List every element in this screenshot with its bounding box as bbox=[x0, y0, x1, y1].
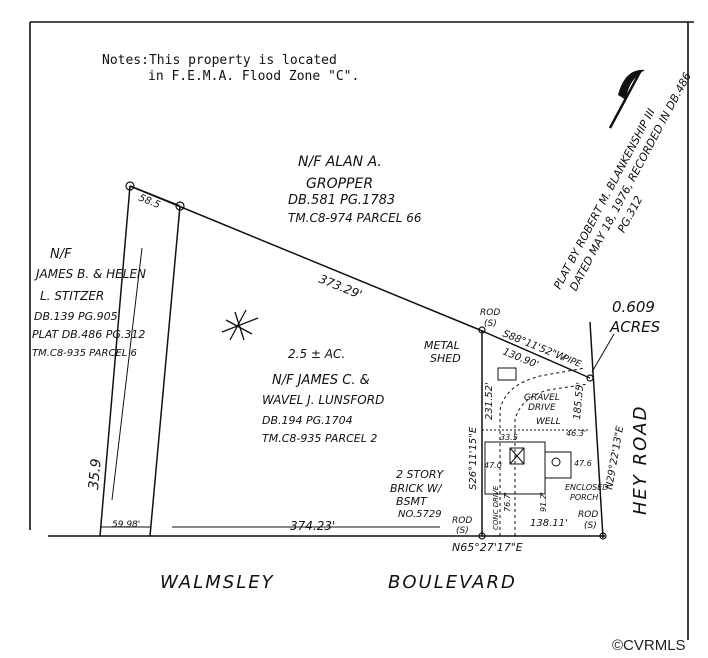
dim-south-line: N65°27'17"E bbox=[452, 541, 523, 554]
north-parcel-line-2: GROPPER bbox=[306, 176, 373, 192]
label-gravel: GRAVEL bbox=[524, 393, 560, 403]
west-parcel-line-1: N/F bbox=[50, 247, 72, 262]
dim-bottom-long: 374.23' bbox=[290, 519, 335, 533]
subject-line-2: WAVEL J. LUNSFORD bbox=[262, 393, 384, 407]
west-parcel-line-4: DB.139 PG.905 bbox=[34, 310, 118, 323]
label-rod-1b: (S) bbox=[484, 319, 497, 329]
acreage-unit: ACRES bbox=[609, 318, 661, 336]
subject-line-3: DB.194 PG.1704 bbox=[262, 414, 353, 427]
label-metal-shed: METAL bbox=[424, 339, 460, 352]
label-well: WELL bbox=[536, 417, 561, 427]
subject-line-4: TM.C8-935 PARCEL 2 bbox=[262, 432, 377, 445]
west-parcel-line-5: PLAT DB.486 PG.312 bbox=[32, 328, 145, 341]
label-d6: 91.2' bbox=[539, 492, 548, 512]
notes-line-2: in F.E.M.A. Flood Zone "C". bbox=[148, 69, 359, 84]
road-hey: HEY ROAD bbox=[630, 405, 651, 515]
label-house-3: BSMT bbox=[396, 495, 428, 508]
property-lines bbox=[48, 185, 605, 539]
label-d3: 46.3' bbox=[566, 429, 586, 438]
north-parcel-line-4: TM.C8-974 PARCEL 66 bbox=[288, 211, 422, 225]
west-parcel-label: N/F JAMES B. & HELEN L. STITZER DB.139 P… bbox=[32, 247, 146, 359]
scribble-mark bbox=[221, 309, 259, 341]
label-gravel-2: DRIVE bbox=[528, 403, 556, 413]
dim-bottom-short: 59.98' bbox=[112, 520, 140, 530]
label-house-4: NO.5729 bbox=[398, 509, 442, 520]
dim-east-line: N29°22'13"E bbox=[604, 425, 626, 491]
label-house-1: 2 STORY bbox=[396, 468, 444, 481]
dim-left-side: 35.9 bbox=[86, 458, 105, 491]
north-parcel-line-3: DB.581 PG.1783 bbox=[288, 193, 395, 208]
subject-parcel-label: 2.5 ± AC. N/F JAMES C. & WAVEL J. LUNSFO… bbox=[262, 347, 384, 445]
site-improvements bbox=[482, 367, 590, 536]
dim-pipe: PIPE bbox=[561, 354, 583, 371]
metal-shed-outline bbox=[497, 367, 517, 381]
label-enclosed: ENCLOSED bbox=[565, 483, 608, 492]
dim-inner-vertical: S26°11'15"E bbox=[468, 426, 479, 490]
porch-outline bbox=[544, 451, 572, 479]
north-parcel-label: N/F ALAN A. GROPPER DB.581 PG.1783 TM.C8… bbox=[288, 154, 422, 225]
west-parcel-line-6: TM.C8-935 PARCEL 6 bbox=[32, 348, 137, 359]
north-parcel-line-1: N/F ALAN A. bbox=[298, 154, 382, 170]
sheet-border bbox=[29, 21, 694, 640]
label-rod-1: ROD bbox=[480, 308, 500, 318]
dim-top-short: 58.5 bbox=[137, 193, 162, 212]
notes-line-1: Notes:This property is located bbox=[102, 53, 337, 68]
dim-south-dist: 138.11' bbox=[530, 518, 568, 529]
dim-east-dist: 185.55' bbox=[572, 382, 586, 421]
label-d5: 76.7' bbox=[503, 492, 512, 512]
label-conc-drive: CONC DRIVE bbox=[492, 485, 500, 530]
subject-line-1: N/F JAMES C. & bbox=[272, 373, 370, 388]
dimension-ticks bbox=[100, 247, 440, 528]
acreage-value: 0.609 bbox=[612, 298, 655, 316]
label-metal-shed-2: SHED bbox=[430, 352, 461, 365]
label-rod-2: ROD bbox=[452, 516, 472, 526]
label-rod-3b: (S) bbox=[584, 521, 597, 531]
label-enclosed-2: PORCH bbox=[570, 493, 598, 502]
north-arrow-icon bbox=[608, 69, 645, 129]
label-rod-2b: (S) bbox=[456, 526, 469, 536]
house-inner bbox=[509, 447, 525, 465]
subject-area: 2.5 ± AC. bbox=[288, 347, 345, 361]
plat-credit: PLAT BY ROBERT M. BLANKENSHIP III DATED … bbox=[551, 70, 694, 293]
corner-markers bbox=[125, 181, 607, 540]
road-walmsley: WALMSLEY bbox=[160, 572, 275, 593]
watermark: ©CVRMLS bbox=[612, 637, 686, 654]
label-d4: 47.6 bbox=[574, 459, 592, 468]
dim-inner-vertical-dist: 231.52' bbox=[484, 382, 495, 420]
dim-top-long: 373.29' bbox=[317, 272, 364, 302]
west-parcel-line-3: L. STITZER bbox=[40, 289, 104, 303]
road-boulevard: BOULEVARD bbox=[388, 572, 517, 593]
label-d1: 33.5 bbox=[500, 433, 518, 442]
plat-credit-line-2: DATED MAY 18, 1976, RECORDED IN DB.486 bbox=[567, 70, 694, 293]
label-rod-3: ROD bbox=[578, 510, 598, 520]
west-parcel-line-2: JAMES B. & HELEN bbox=[34, 267, 146, 281]
label-house-2: BRICK W/ bbox=[390, 482, 443, 495]
label-d2: 47.0 bbox=[484, 461, 502, 470]
acreage-leader bbox=[591, 333, 615, 373]
